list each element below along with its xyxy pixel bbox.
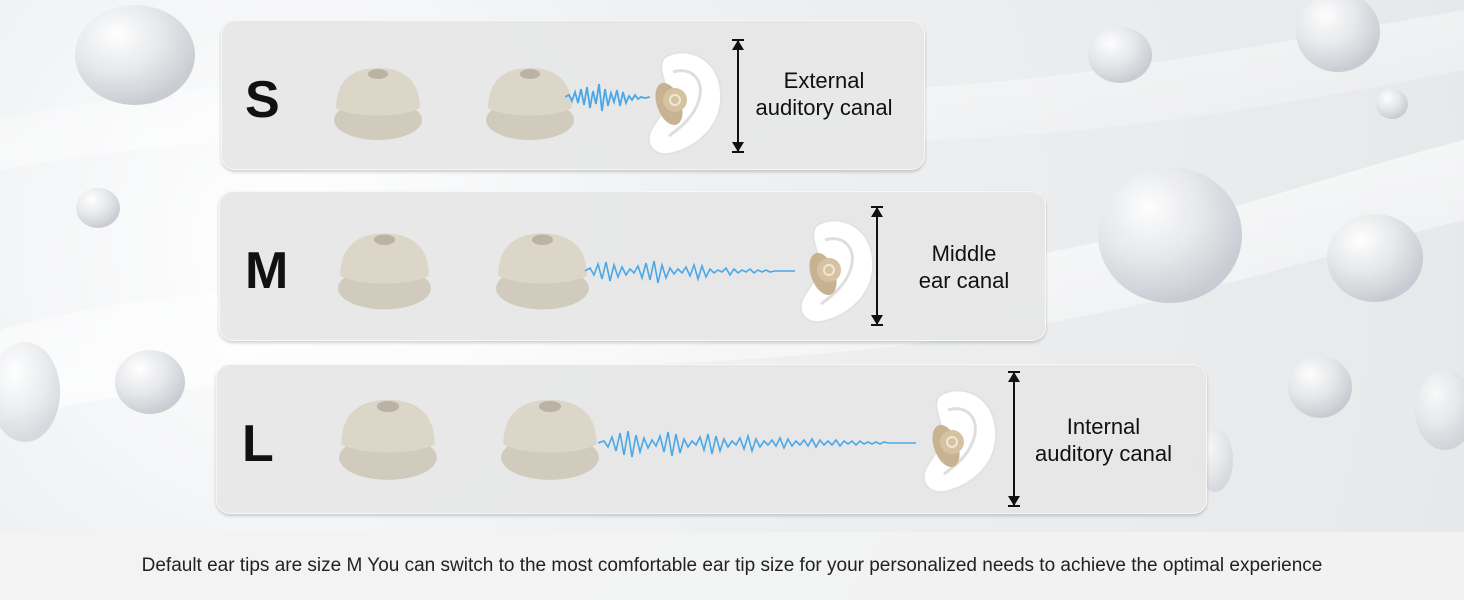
ear-tip-icon [334, 68, 422, 140]
ear-tip-icon [339, 399, 437, 480]
footer-note: Default ear tips are size M You can swit… [141, 555, 1323, 576]
ear-with-earbud-icon [647, 51, 723, 156]
size-description-line-2: ear canal [918, 267, 1010, 293]
size-description-s: External auditory canal [749, 68, 899, 122]
size-label-l: L [242, 415, 274, 473]
size-description-line-2: auditory canal [755, 94, 893, 120]
size-description-l: Internal auditory canal [1026, 414, 1181, 468]
sound-wave-icon [598, 430, 916, 458]
double-arrow-measure-icon [732, 39, 744, 153]
footer-band [0, 532, 1464, 600]
ear-tip-icon [338, 233, 431, 310]
double-arrow-measure-icon [1008, 371, 1020, 507]
size-label-s: S [245, 71, 280, 129]
size-card-m: M Middle ear canal [219, 191, 1046, 341]
ear-with-earbud-icon [922, 389, 998, 494]
size-card-s: S External auditory canal [221, 20, 925, 170]
ear-tip-icon [496, 233, 589, 310]
size-description-line-1: External [783, 68, 865, 93]
ear-tip-icon [501, 399, 599, 480]
size-description-line-2: auditory canal [1035, 440, 1172, 466]
size-description-line-1: Internal [1066, 414, 1141, 439]
size-label-m: M [245, 242, 289, 300]
sound-wave-icon [585, 260, 795, 284]
size-description-m: Middle ear canal [889, 241, 1039, 295]
sound-wave-icon [565, 83, 650, 112]
ear-with-earbud-icon [799, 219, 875, 324]
double-arrow-measure-icon [871, 206, 883, 326]
size-description-line-1: Middle [931, 241, 997, 266]
ear-tip-icon [486, 68, 574, 140]
size-card-l: L Internal auditory canal [216, 364, 1207, 514]
